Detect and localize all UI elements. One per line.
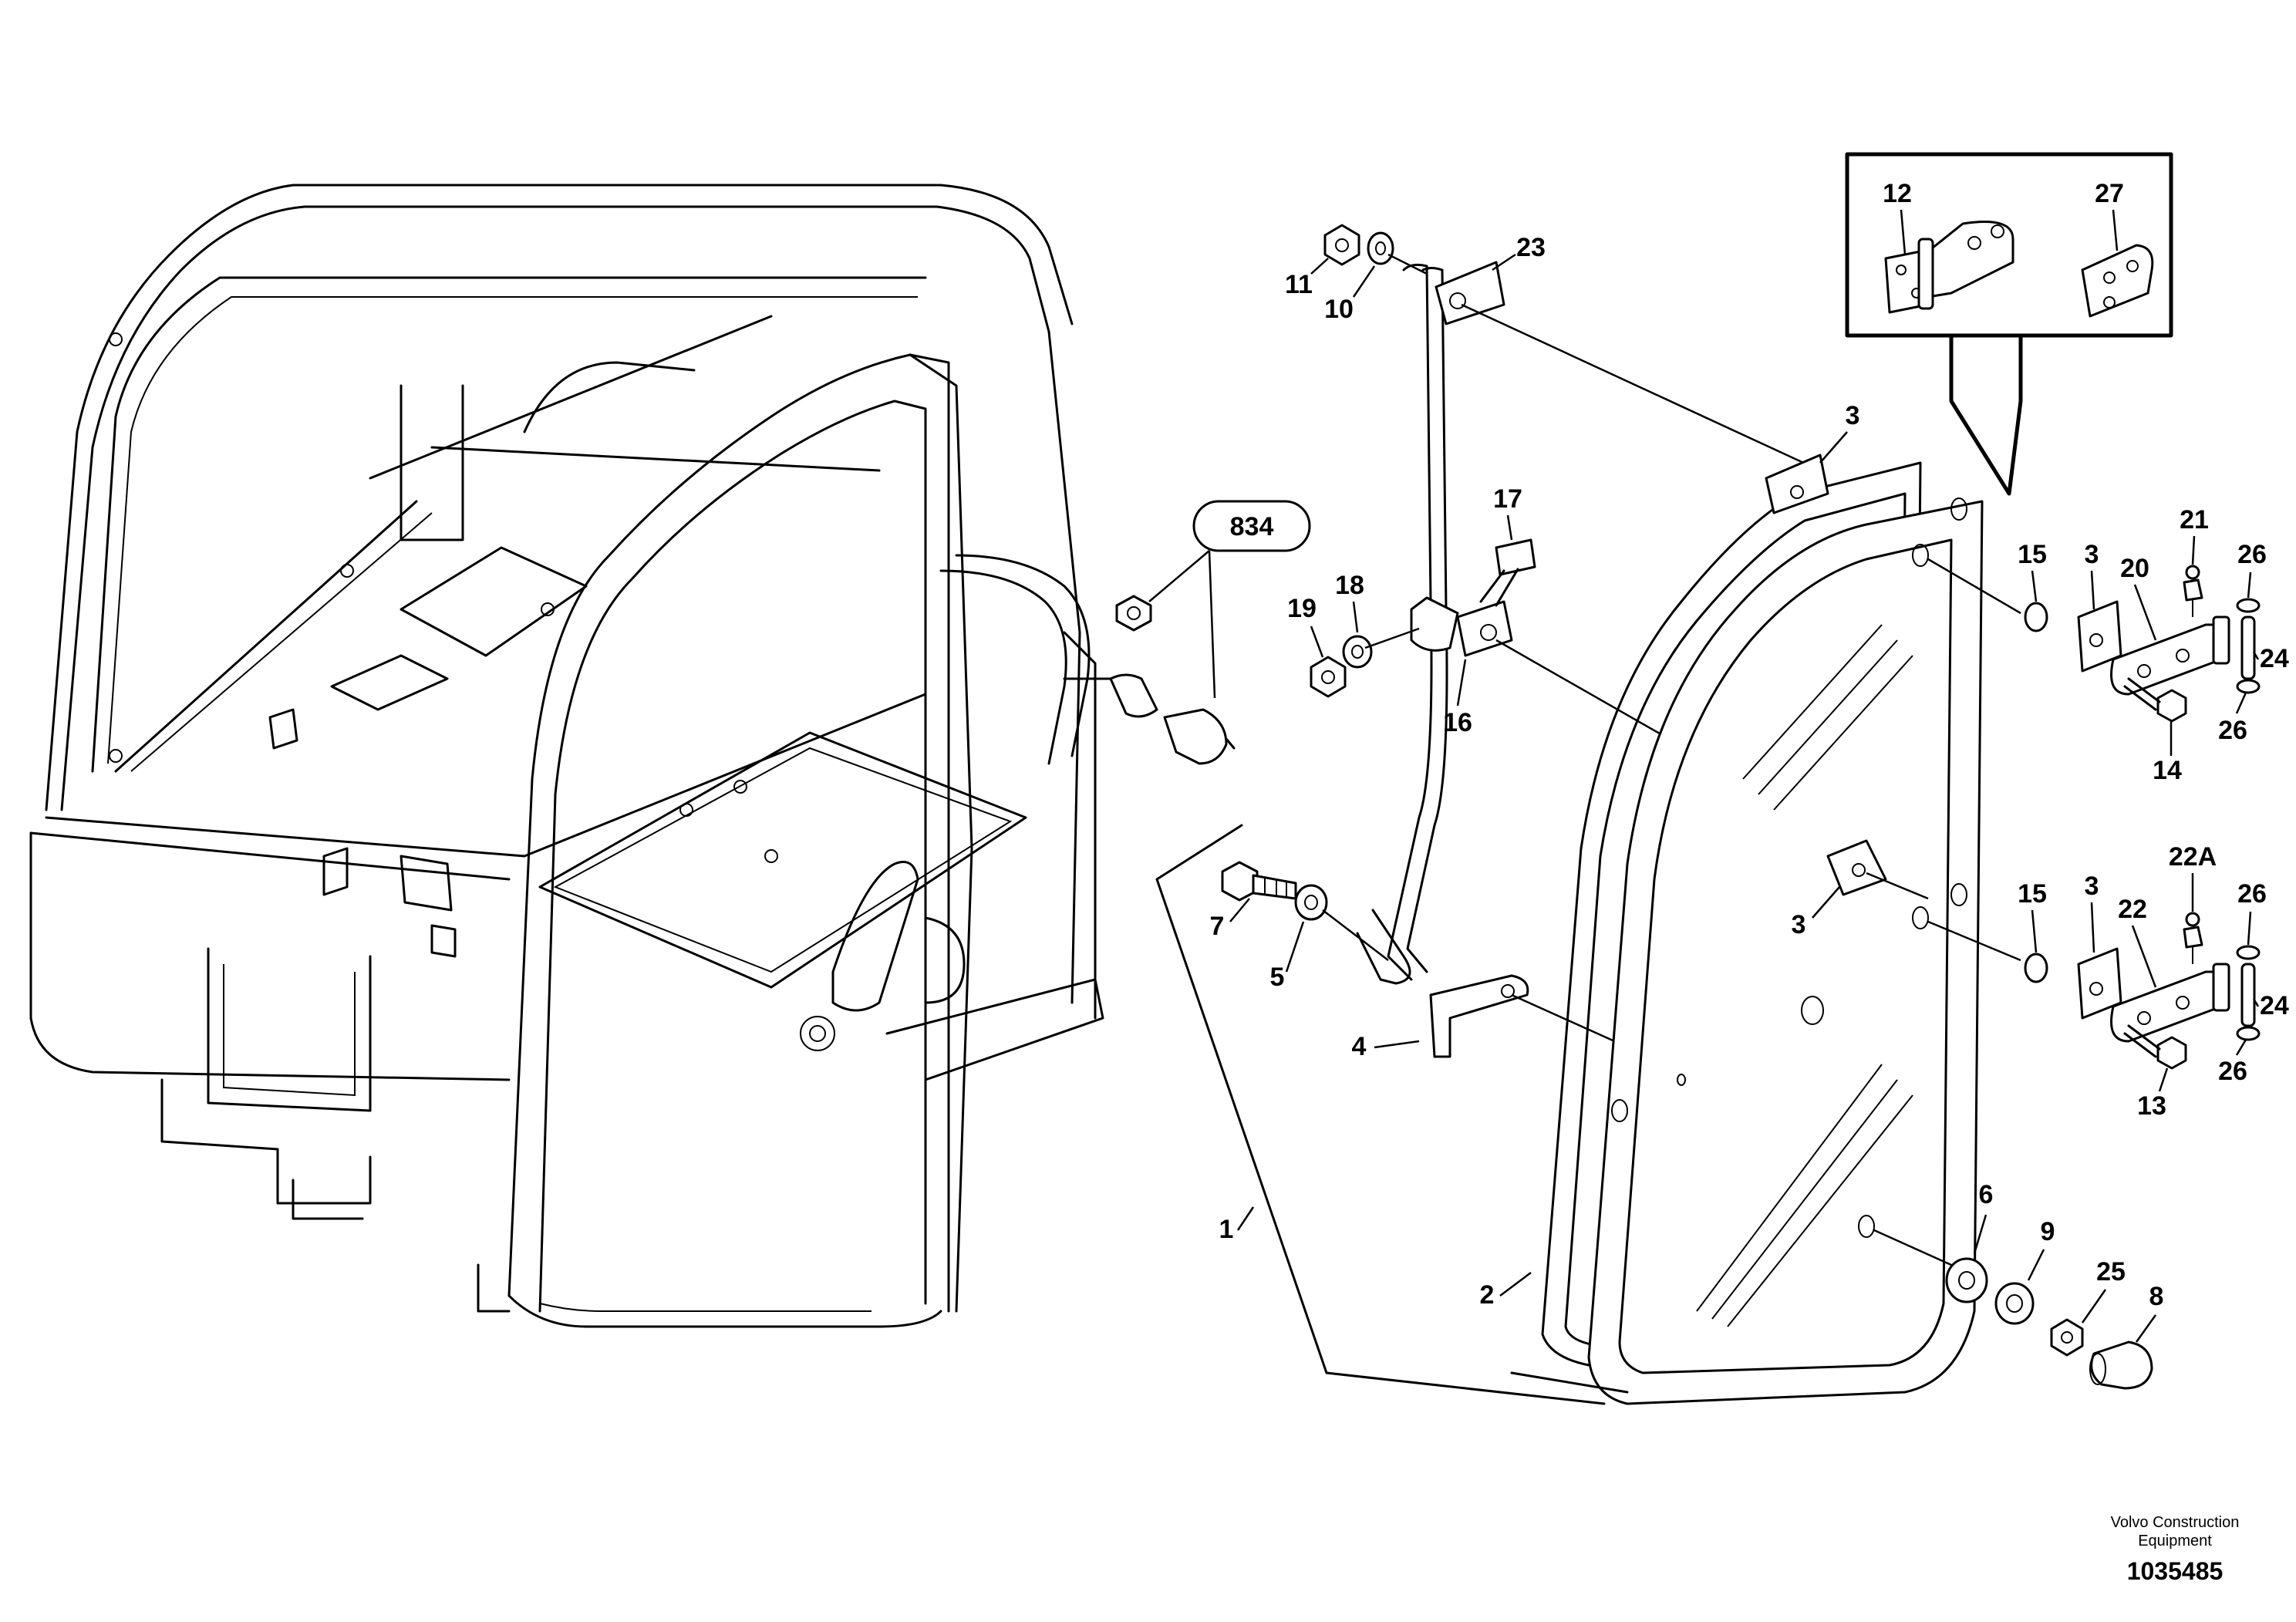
hex-nut-icon xyxy=(1310,656,1347,698)
document-number: 1035485 xyxy=(2127,1557,2224,1585)
callout-2: 2 xyxy=(1480,1280,1495,1310)
door-stop-assembly: 834 xyxy=(1063,500,1311,765)
callout-15-lower: 15 xyxy=(2018,879,2047,909)
hex-nut-icon xyxy=(2050,1318,2084,1357)
callout-8: 8 xyxy=(2149,1282,2164,1311)
callout-14: 14 xyxy=(2153,756,2182,785)
callout-27: 27 xyxy=(2095,179,2124,208)
hinge-plate-3-lower xyxy=(1826,839,1929,900)
callout-22a: 22A xyxy=(2169,842,2217,872)
callout-22: 22 xyxy=(2118,895,2147,924)
pin-icon xyxy=(2236,945,2261,1041)
callout-3-hinge-lower: 3 xyxy=(2085,872,2099,901)
cab-frame-icon xyxy=(29,184,1104,1328)
callout-26-d: 26 xyxy=(2218,1057,2247,1086)
callout-12: 12 xyxy=(1883,179,1912,208)
washer-icon xyxy=(1342,635,1373,669)
callout-24-upper: 24 xyxy=(2260,644,2289,673)
hex-nut-icon xyxy=(1115,595,1152,632)
callout-19: 19 xyxy=(1287,594,1317,623)
callout-3-upper: 3 xyxy=(1846,401,1860,430)
cap-icon xyxy=(2089,1340,2153,1390)
callout-10: 10 xyxy=(1324,295,1354,324)
sleeve-icon xyxy=(1994,1282,2035,1325)
credit-line-1: Volvo Construction xyxy=(2111,1514,2240,1531)
hinge-plate-23 xyxy=(1435,261,1505,325)
callout-6: 6 xyxy=(1979,1180,1994,1209)
hex-nut-icon xyxy=(1323,224,1360,266)
bolt-icon xyxy=(2123,677,2187,723)
callout-25: 25 xyxy=(2096,1257,2126,1286)
callout-5: 5 xyxy=(1270,963,1285,992)
callout-13: 13 xyxy=(2137,1091,2166,1121)
callout-26-b: 26 xyxy=(2218,716,2247,745)
plate-27-icon xyxy=(2081,244,2154,318)
ref-834-box xyxy=(1192,500,1311,552)
callout-4: 4 xyxy=(1352,1032,1367,1061)
item-1-bracket xyxy=(1155,824,1606,1405)
hinge-icon xyxy=(1884,221,2014,314)
hinge-icon xyxy=(2024,947,2230,1043)
bolt-icon xyxy=(1479,538,1536,607)
grease-nipple-icon xyxy=(2183,912,2203,964)
callout-26-c: 26 xyxy=(2237,879,2267,909)
credit-block: Volvo Construction Equipment 1035485 xyxy=(2111,1514,2240,1585)
callout-24-lower: 24 xyxy=(2260,991,2289,1020)
bolt-icon xyxy=(2123,1024,2187,1070)
callout-21: 21 xyxy=(2180,505,2209,534)
washer-icon xyxy=(1367,231,1394,265)
hinge-icon xyxy=(2024,600,2230,696)
callout-18: 18 xyxy=(1335,571,1364,600)
callout-9: 9 xyxy=(2041,1217,2055,1246)
washer-icon xyxy=(1945,1257,1988,1303)
callout-7: 7 xyxy=(1210,912,1225,941)
callout-1: 1 xyxy=(1219,1215,1234,1244)
callout-23: 23 xyxy=(1516,233,1546,262)
bumper-icon xyxy=(1163,708,1236,765)
washer-icon xyxy=(1294,884,1328,921)
ref-834-label: 834 xyxy=(1230,512,1274,541)
callout-26-a: 26 xyxy=(2237,540,2267,569)
callout-15-upper: 15 xyxy=(2018,540,2047,569)
glass-door-icon xyxy=(1541,461,1984,1405)
hinge-plate-3-upper xyxy=(1765,454,1829,514)
callout-20: 20 xyxy=(2120,554,2149,583)
callout-3-hinge-upper: 3 xyxy=(2085,540,2099,569)
door-brace-icon xyxy=(1356,261,1821,985)
pin-icon xyxy=(2236,598,2261,694)
grease-nipple-icon xyxy=(2183,565,2203,617)
callout-11: 11 xyxy=(1285,270,1313,299)
callout-3-lower: 3 xyxy=(1792,910,1806,939)
credit-line-2: Equipment xyxy=(2138,1533,2212,1549)
bolt-icon xyxy=(1221,861,1297,902)
callout-16: 16 xyxy=(1443,708,1472,737)
callout-labels: 1 2 3 3 3 3 4 5 6 7 8 9 10 11 12 13 14 1… xyxy=(1210,179,2289,1343)
callout-17: 17 xyxy=(1493,484,1522,514)
